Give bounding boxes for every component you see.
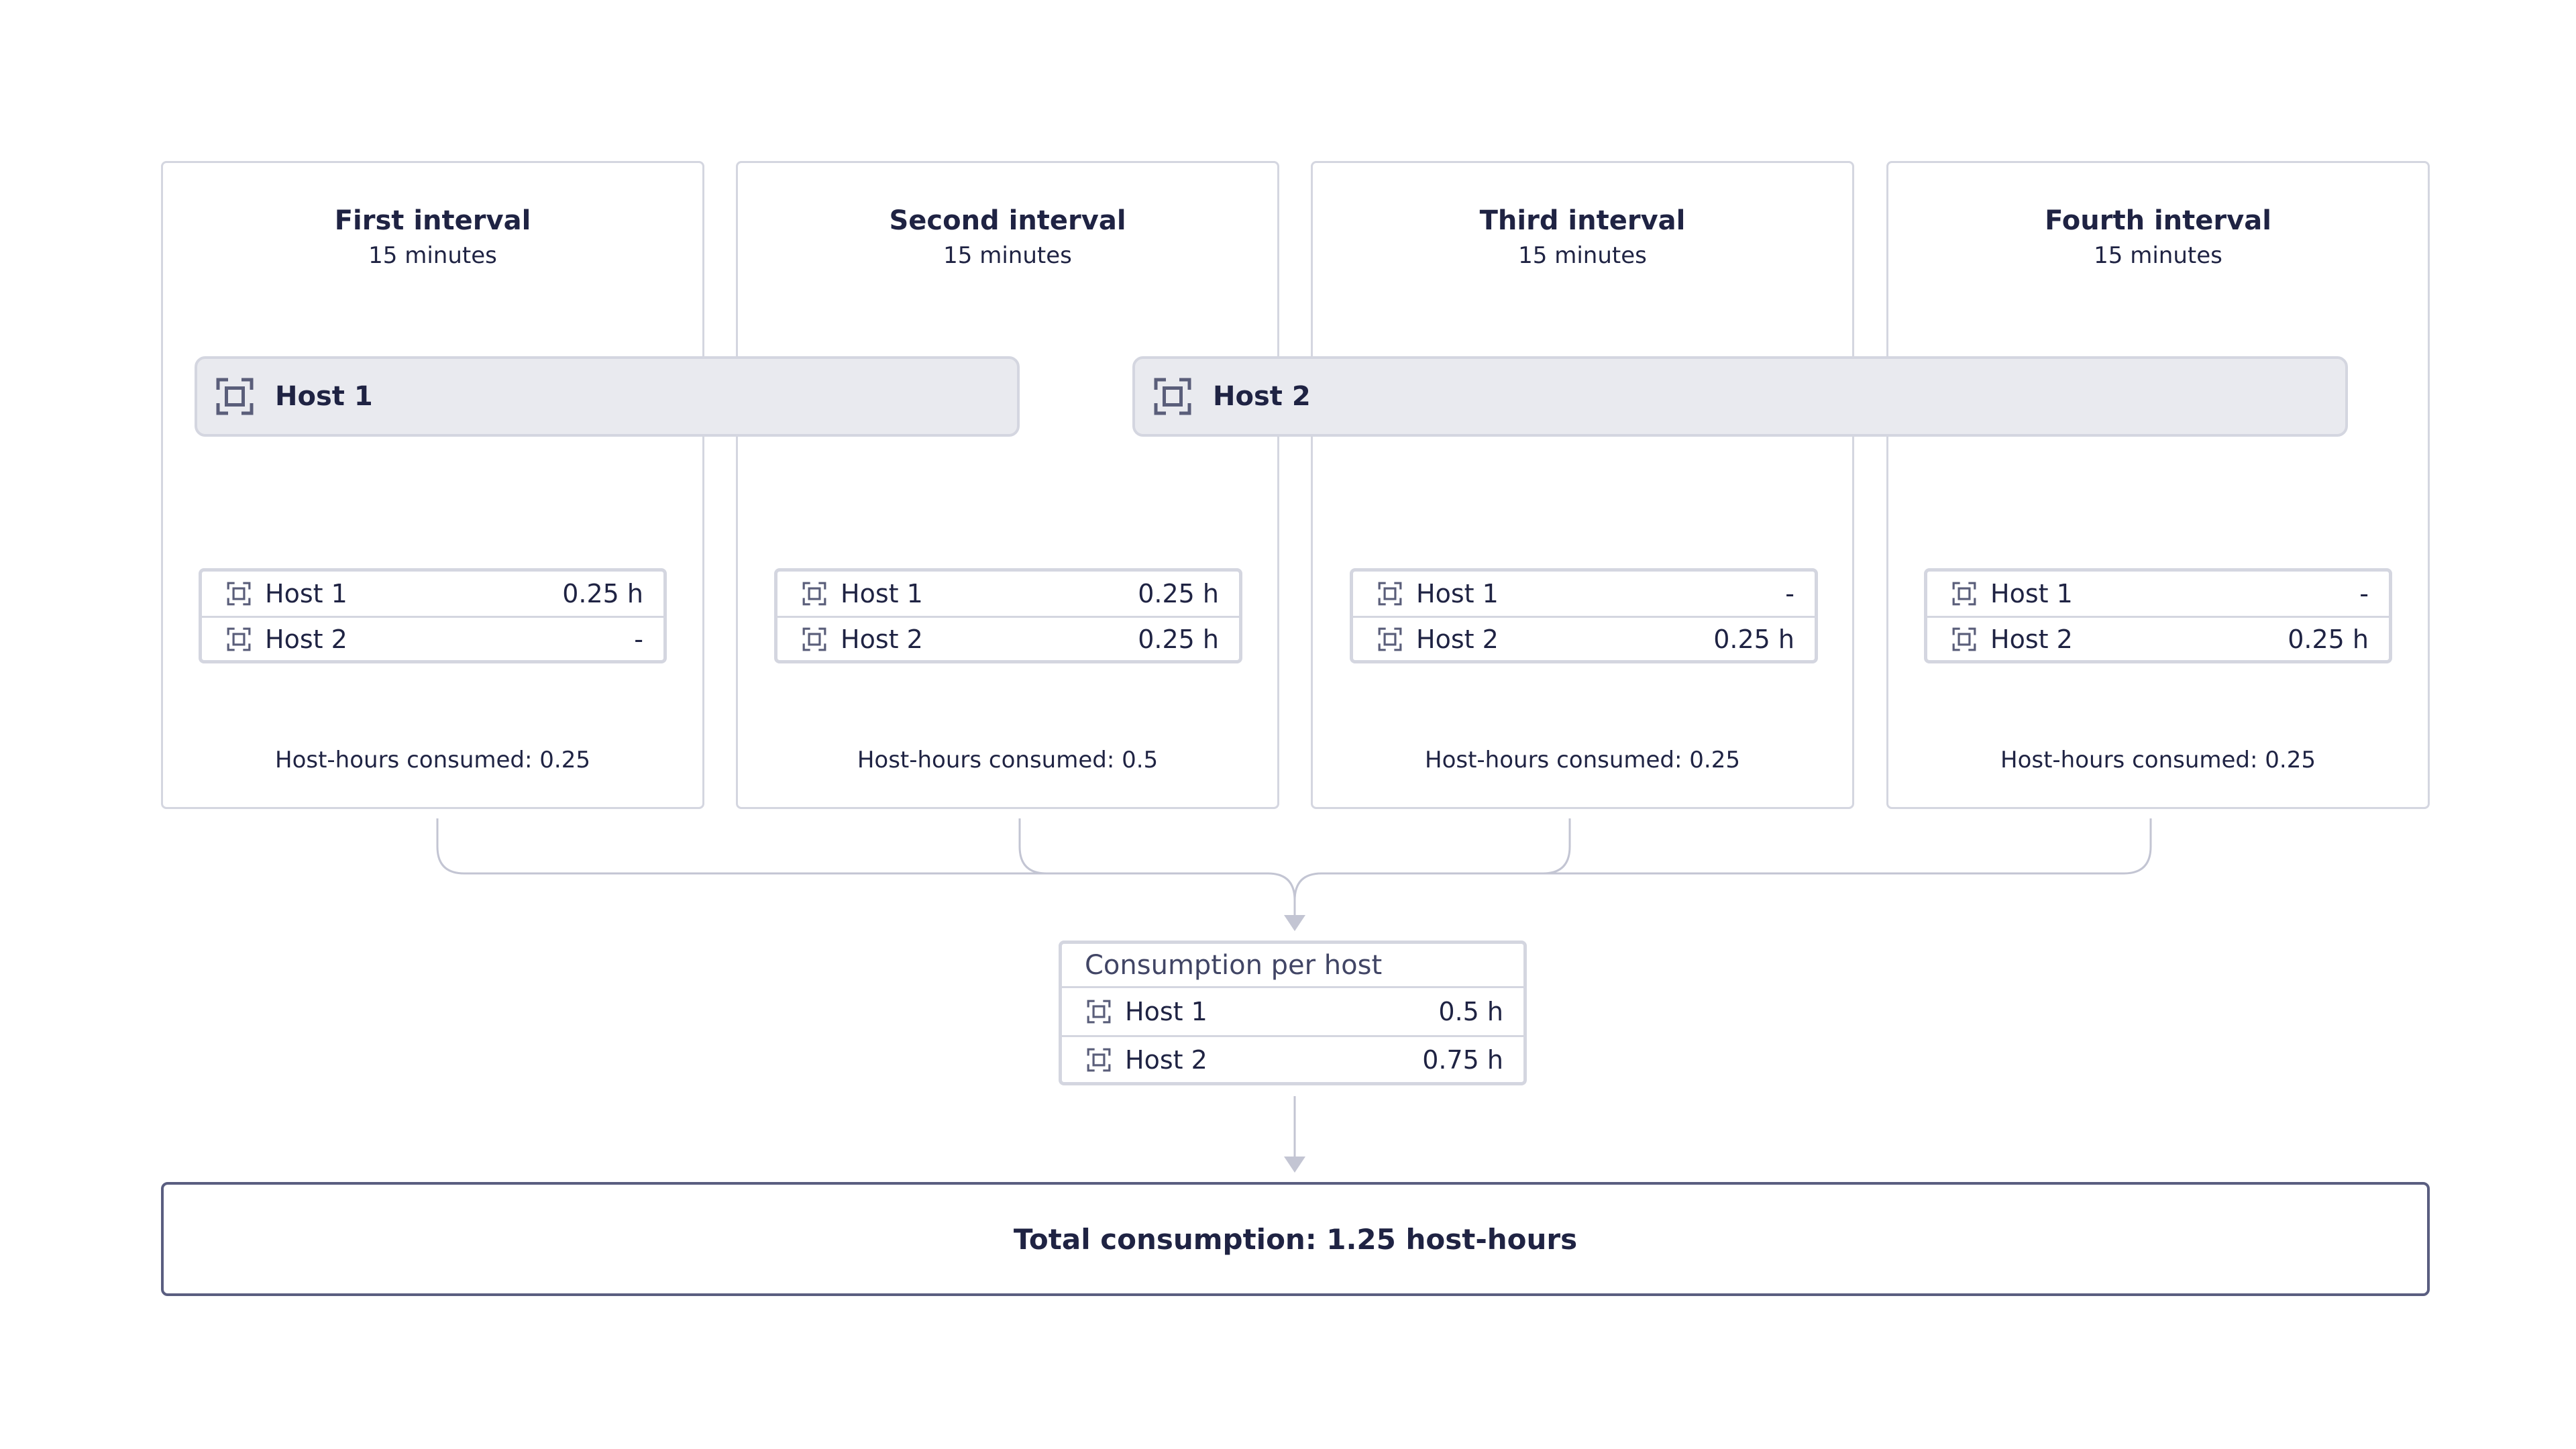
summary-title: Consumption per host (1062, 944, 1523, 988)
table-row: Host 2 0.25 h (1927, 616, 2389, 660)
host-table-first: Host 1 0.25 h Host 2 - (199, 568, 667, 663)
host-name: Host 2 (1416, 624, 1499, 654)
host-value: 0.25 h (562, 579, 643, 608)
host-table-third: Host 1 - Host 2 0.25 h (1350, 568, 1818, 663)
host-bar-host1: Host 1 (195, 356, 1020, 437)
table-row: Host 1 - (1927, 572, 2389, 616)
interval-consumed: Host-hours consumed: 0.25 (275, 747, 590, 773)
interval-title: Second interval (889, 205, 1126, 236)
host-icon (227, 582, 251, 606)
interval-title: Third interval (1479, 205, 1686, 236)
host-value: 0.25 h (2288, 624, 2369, 654)
host-icon (802, 627, 826, 651)
host-icon (1087, 1048, 1111, 1071)
arrow-head (1284, 1157, 1305, 1173)
total-consumption: Total consumption: 1.25 host-hours (161, 1182, 2430, 1296)
interval-consumed: Host-hours consumed: 0.25 (2000, 747, 2316, 773)
host-name: Host 1 (265, 579, 347, 608)
arrow-head (1284, 915, 1305, 931)
host-table-fourth: Host 1 - Host 2 0.25 h (1924, 568, 2392, 663)
table-row: Host 2 0.25 h (777, 616, 1239, 660)
host-name: Host 2 (265, 624, 347, 654)
interval-consumed: Host-hours consumed: 0.5 (857, 747, 1159, 773)
host-value: - (634, 624, 643, 654)
interval-title: First interval (334, 205, 531, 236)
host-bar-label: Host 1 (275, 381, 373, 412)
table-row: Host 2 0.75 h (1062, 1035, 1523, 1082)
interval-panel-second: Second interval 15 minutes Host-hours co… (736, 161, 1279, 809)
table-row: Host 1 0.25 h (202, 572, 663, 616)
host-name: Host 1 (1990, 579, 2073, 608)
table-row: Host 2 0.25 h (1353, 616, 1815, 660)
host-bar-host2: Host 2 (1132, 356, 2348, 437)
host-icon (216, 378, 254, 415)
host-name: Host 2 (1125, 1044, 1208, 1075)
host-value: 0.75 h (1422, 1044, 1503, 1075)
interval-duration: 15 minutes (1518, 242, 1647, 269)
interval-duration: 15 minutes (368, 242, 497, 269)
interval-panel-first: First interval 15 minutes Host-hours con… (161, 161, 704, 809)
host-value: 0.5 h (1438, 997, 1503, 1026)
interval-duration: 15 minutes (943, 242, 1072, 269)
host-name: Host 1 (1125, 997, 1208, 1026)
host-icon (1378, 627, 1402, 651)
host-name: Host 2 (1990, 624, 2073, 654)
interval-consumed: Host-hours consumed: 0.25 (1425, 747, 1740, 773)
host-value: 0.25 h (1138, 624, 1219, 654)
consumption-per-host-table: Consumption per host Host 1 0.5 h Host 2… (1059, 941, 1527, 1085)
host-name: Host 2 (841, 624, 923, 654)
table-row: Host 1 0.25 h (777, 572, 1239, 616)
host-icon (1154, 378, 1191, 415)
host-icon (1378, 582, 1402, 606)
merge-line-interval4 (1322, 818, 2152, 875)
host-value: - (2359, 579, 2369, 608)
merge-line-interval1 (436, 818, 1268, 875)
interval-duration: 15 minutes (2094, 242, 2222, 269)
host-icon (802, 582, 826, 606)
host-bar-label: Host 2 (1213, 381, 1311, 412)
host-icon (1087, 1000, 1111, 1024)
host-name: Host 1 (1416, 579, 1499, 608)
host-icon (1952, 582, 1976, 606)
interval-panel-fourth: Fourth interval 15 minutes Host-hours co… (1886, 161, 2430, 809)
host-icon (227, 627, 251, 651)
merge-line-interval2 (1018, 818, 1047, 875)
host-value: - (1785, 579, 1794, 608)
interval-panel-third: Third interval 15 minutes Host-hours con… (1311, 161, 1854, 809)
host-value: 0.25 h (1138, 579, 1219, 608)
merge-line-interval3 (1542, 818, 1571, 875)
table-row: Host 2 - (202, 616, 663, 660)
table-row: Host 1 - (1353, 572, 1815, 616)
host-value: 0.25 h (1713, 624, 1794, 654)
host-icon (1952, 627, 1976, 651)
host-name: Host 1 (841, 579, 923, 608)
table-row: Host 1 0.5 h (1062, 988, 1523, 1035)
merge-line-center (1267, 872, 1322, 920)
interval-title: Fourth interval (2045, 205, 2271, 236)
host-table-second: Host 1 0.25 h Host 2 0.25 h (774, 568, 1242, 663)
